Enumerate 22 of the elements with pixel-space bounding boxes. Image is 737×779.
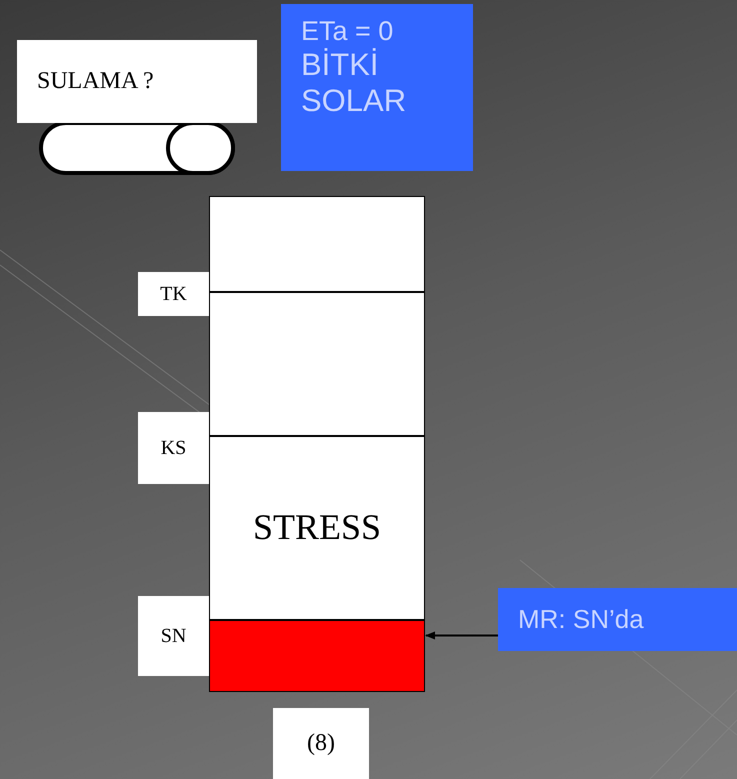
node-text: SN xyxy=(160,624,188,648)
filled-column-segment xyxy=(209,620,425,692)
column-segment xyxy=(209,292,425,436)
node-text: SOLAR xyxy=(301,82,408,118)
arrow xyxy=(425,632,498,640)
column-segment xyxy=(209,196,425,292)
node-text: ETa = 0 xyxy=(301,16,394,48)
node-text: SULAMA ? xyxy=(37,68,155,96)
level-label xyxy=(138,596,209,676)
info-box xyxy=(498,588,737,651)
node-text: MR: SN’da xyxy=(518,604,645,634)
node-text: (8) xyxy=(306,730,336,758)
node-text: TK xyxy=(159,282,188,306)
level-label xyxy=(138,272,209,316)
level-label xyxy=(138,412,209,484)
node-text: BİTKİ xyxy=(301,47,380,83)
node-text: STRESS xyxy=(252,507,382,549)
column-segment xyxy=(209,436,425,620)
info-box xyxy=(281,4,473,171)
number-box xyxy=(273,708,369,779)
label-box xyxy=(17,40,257,123)
node-text: KS xyxy=(160,436,188,460)
